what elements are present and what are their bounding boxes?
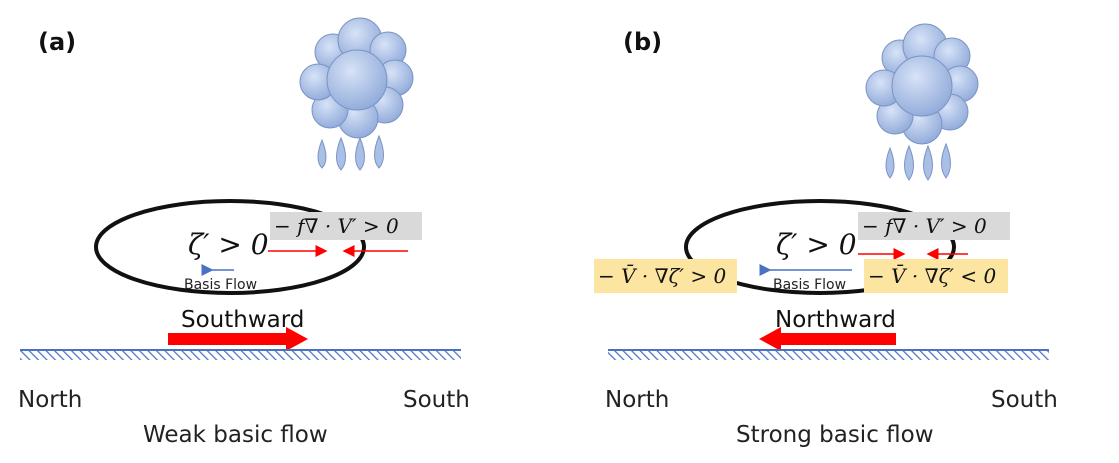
north-label: North: [605, 387, 669, 413]
ground-hatch: [608, 351, 1049, 360]
panel-b: (b) ζ′ > 0 −: [594, 23, 1058, 448]
panel-a: (a) ζ′ > 0 −: [18, 17, 470, 448]
south-label: South: [403, 387, 470, 413]
south-label: South: [991, 387, 1058, 413]
flow-direction-label: Southward: [181, 307, 304, 333]
basis-flow-label: Basis Flow: [184, 277, 257, 293]
panel-b-label: (b): [623, 28, 662, 56]
ground-hatch: [20, 351, 461, 360]
advection-right-label: − V̄ · ∇ζ′ < 0: [868, 263, 996, 288]
divergence-term-label: − f∇ · V′ > 0: [274, 214, 399, 238]
rain-cloud-icon: [865, 23, 979, 181]
flow-direction-label: Northward: [775, 307, 896, 333]
rain-cloud-icon: [299, 17, 414, 171]
vorticity-label: ζ′ > 0: [188, 228, 269, 261]
advection-left-label: − V̄ · ∇ζ′ > 0: [598, 263, 726, 288]
advection-left-box: [594, 259, 737, 293]
vortex-ellipse: [684, 199, 956, 295]
divergence-term-label: − f∇ · V′ > 0: [862, 214, 987, 238]
panel-a-label: (a): [38, 28, 76, 56]
north-label: North: [18, 387, 82, 413]
vorticity-label: ζ′ > 0: [776, 228, 857, 261]
vortex-ellipse: [94, 199, 366, 295]
divergence-term-box: [270, 212, 422, 240]
divergence-term-box: [858, 212, 1010, 240]
southward-flow-arrow: [168, 327, 308, 351]
advection-right-box: [864, 259, 1008, 293]
northward-flow-arrow: [759, 327, 896, 351]
panel-caption: Strong basic flow: [736, 422, 934, 448]
basis-flow-label: Basis Flow: [773, 277, 846, 293]
panel-caption: Weak basic flow: [143, 422, 328, 448]
